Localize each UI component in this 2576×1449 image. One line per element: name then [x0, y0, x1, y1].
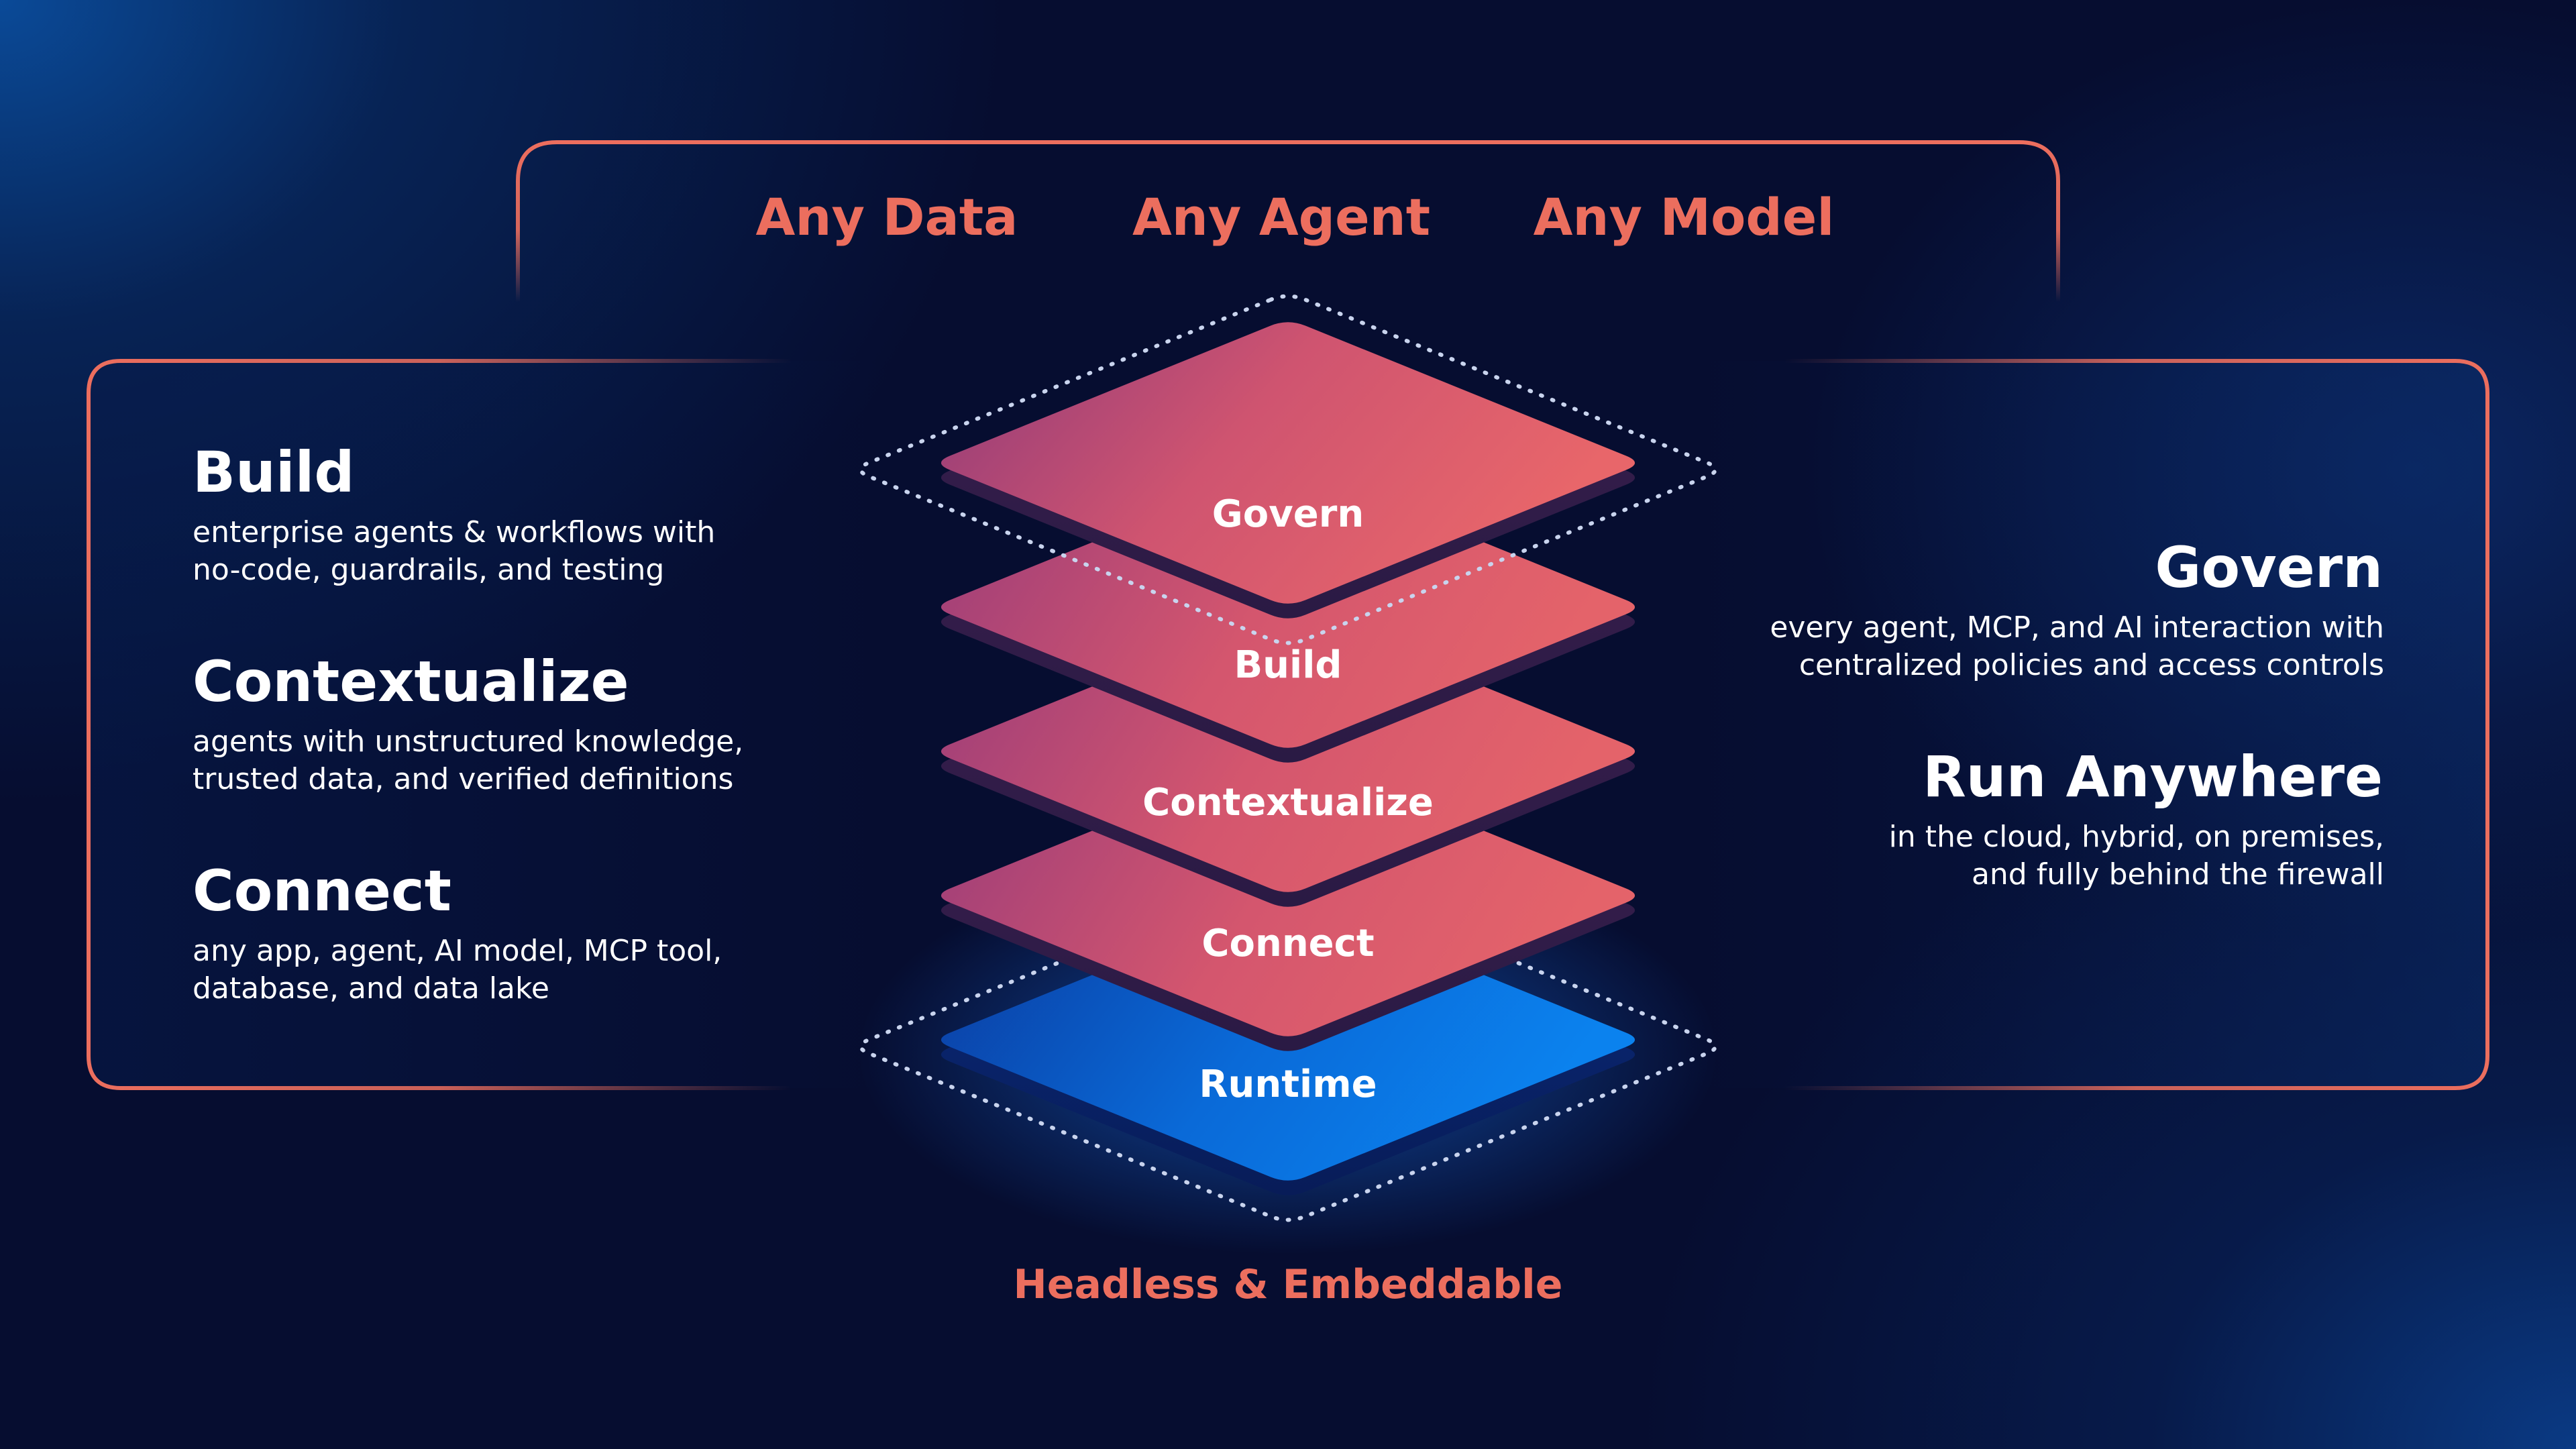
layer-govern: Govern — [941, 322, 1635, 619]
left-title-contextualize: Contextualize — [193, 649, 629, 714]
right-desc-govern-line-1: every agent, MCP, and AI interaction wit… — [1770, 610, 2384, 645]
layer-connect-label: Connect — [1201, 922, 1374, 965]
layer-govern-label: Govern — [1212, 492, 1364, 536]
left-title-build: Build — [193, 439, 355, 505]
left-desc-connect-line-1: any app, agent, AI model, MCP tool, — [193, 934, 722, 968]
layer-stack: Runtime Connect Contextualize Build Govern — [859, 294, 1717, 1254]
right-panel — [1682, 359, 2489, 1090]
right-panel-text: Govern every agent, MCP, and AI interact… — [1770, 535, 2384, 892]
top-frame — [516, 140, 2060, 302]
right-desc-run-anywhere-line-1: in the cloud, hybrid, on premises, — [1889, 820, 2384, 854]
govern-dotted-outline — [859, 294, 1717, 645]
left-desc-contextualize-line-2: trusted data, and verified definitions — [193, 762, 733, 796]
runtime-dotted-outline — [859, 871, 1717, 1222]
left-panel — [87, 359, 894, 1090]
footer-label: Headless & Embeddable — [1014, 1261, 1563, 1308]
top-label-any-data: Any Data — [756, 187, 1018, 247]
layer-contextualize-label: Contextualize — [1142, 781, 1434, 824]
right-title-govern: Govern — [2155, 535, 2383, 600]
right-desc-govern-line-2: centralized policies and access controls — [1799, 648, 2384, 682]
left-desc-contextualize-line-1: agents with unstructured knowledge, — [193, 724, 743, 759]
layer-govern-face — [941, 322, 1635, 604]
left-desc-build-line-2: no-code, guardrails, and testing — [193, 553, 664, 587]
top-labels: Any Data Any Agent Any Model — [756, 187, 1835, 247]
top-label-any-model: Any Model — [1534, 187, 1835, 247]
right-title-run-anywhere: Run Anywhere — [1923, 744, 2383, 810]
left-desc-build-line-1: enterprise agents & workflows with — [193, 515, 715, 549]
layer-runtime-label: Runtime — [1199, 1063, 1377, 1106]
left-title-connect: Connect — [193, 858, 451, 924]
left-desc-connect-line-2: database, and data lake — [193, 971, 549, 1006]
right-desc-run-anywhere-line-2: and fully behind the firewall — [1972, 857, 2384, 892]
top-label-any-agent: Any Agent — [1132, 187, 1430, 247]
layer-build-label: Build — [1234, 643, 1342, 687]
left-panel-text: Build enterprise agents & workflows with… — [193, 439, 743, 1006]
